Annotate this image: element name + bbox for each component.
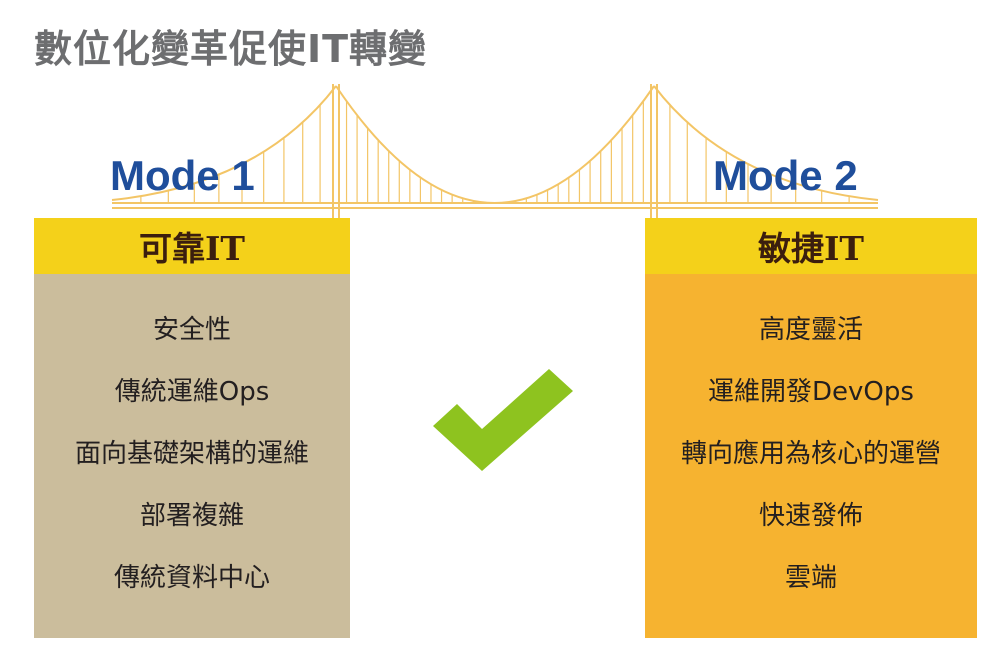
- mode-1-header: 可靠IT: [34, 218, 350, 274]
- checkmark-icon: [433, 369, 573, 471]
- list-item: 雲端: [784, 562, 837, 593]
- list-item: 快速發佈: [758, 500, 863, 531]
- mode-2-panel: 敏捷IT 高度靈活 運維開發DevOps 轉向應用為核心的運營 快速發佈 雲端: [645, 218, 977, 638]
- list-item: 傳統運維Ops: [114, 376, 270, 407]
- list-item: 安全性: [152, 314, 231, 345]
- list-item: 轉向應用為核心的運營: [680, 438, 941, 469]
- mode-1-list: 安全性 傳統運維Ops 面向基礎架構的運維 部署複雜 傳統資料中心: [34, 274, 350, 638]
- list-item: 部署複雜: [139, 500, 244, 531]
- list-item: 面向基礎架構的運維: [74, 438, 309, 469]
- mode-1-panel: 可靠IT 安全性 傳統運維Ops 面向基礎架構的運維 部署複雜 傳統資料中心: [34, 218, 350, 638]
- list-item: 運維開發DevOps: [708, 376, 914, 407]
- mode-2-header: 敏捷IT: [645, 218, 977, 274]
- mode-2-label: Mode 2: [713, 152, 858, 199]
- page-title: 數位化變革促使IT轉變: [34, 27, 428, 71]
- list-item: 傳統資料中心: [113, 562, 270, 593]
- mode-2-list: 高度靈活 運維開發DevOps 轉向應用為核心的運營 快速發佈 雲端: [645, 274, 977, 638]
- list-item: 高度靈活: [758, 314, 863, 345]
- mode-1-label: Mode 1: [110, 152, 255, 199]
